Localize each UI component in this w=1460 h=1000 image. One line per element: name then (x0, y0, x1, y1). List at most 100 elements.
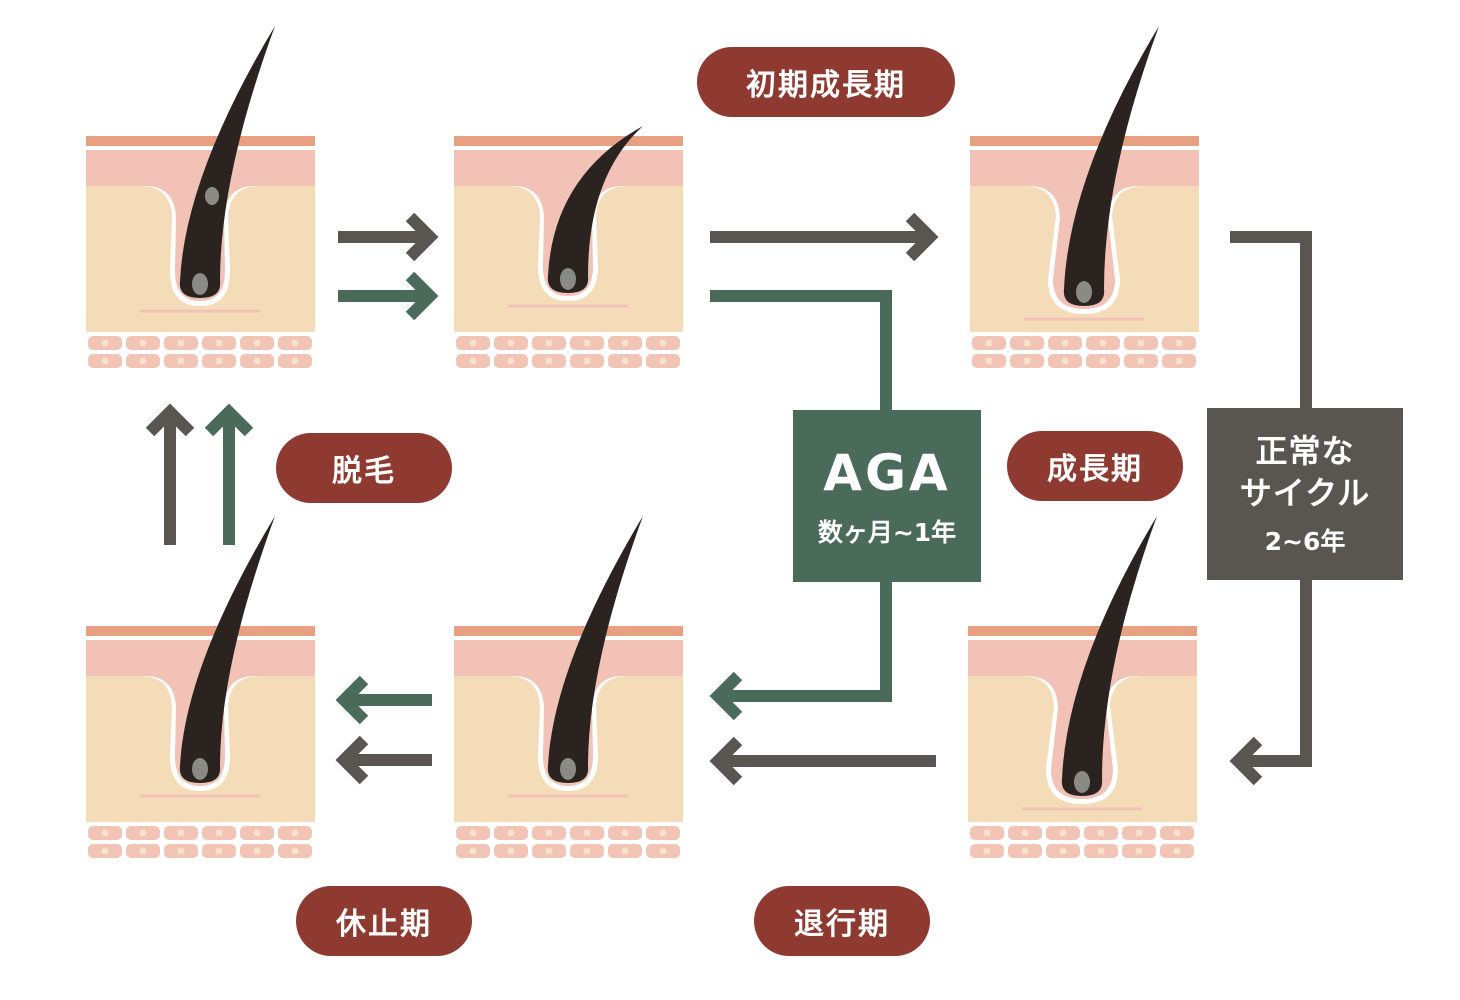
skin-cell-nucleus (545, 829, 553, 837)
hair-shaft (547, 126, 643, 293)
skin-cell-nucleus (177, 829, 185, 837)
arrow-aga-top (710, 290, 892, 410)
skin-cell-nucleus (1137, 357, 1145, 365)
normal-title-line2: サイクル (1239, 474, 1371, 512)
skin-cell-nucleus (1099, 357, 1107, 365)
skin-cell-nucleus (1099, 339, 1107, 347)
tile-growth-full (968, 516, 1197, 858)
skin-gap (86, 146, 315, 150)
skin-cell-nucleus (215, 357, 223, 365)
skin-cell-nucleus (139, 847, 147, 855)
skin-epidermis-top (86, 626, 315, 636)
skin-cell-nucleus (545, 847, 553, 855)
normal-cycle-box: 正常な サイクル 2~6年 (1207, 408, 1403, 580)
skin-cell-nucleus (291, 829, 299, 837)
arrow-growth-to-regression-head (709, 736, 743, 786)
skin-cell-nucleus (583, 829, 591, 837)
skin-gap (86, 636, 315, 640)
tile-growth-top (970, 26, 1199, 368)
old-hair-bulb (205, 187, 219, 205)
skin-cell-nucleus (469, 339, 477, 347)
skin-cell-nucleus (253, 847, 261, 855)
skin-cell-nucleus (1173, 829, 1181, 837)
skin-epidermis-top (454, 626, 683, 636)
skin-cell-nucleus (659, 339, 667, 347)
skin-cell-nucleus (545, 339, 553, 347)
skin-cell-nucleus (215, 339, 223, 347)
skin-cell-nucleus (507, 339, 515, 347)
label-growth: 成長期 (1007, 431, 1183, 501)
skin-gap (454, 636, 683, 640)
skin-gap (454, 146, 683, 150)
skin-cell-nucleus (177, 847, 185, 855)
label-early-growth: 初期成長期 (697, 47, 955, 117)
tile-shedding (86, 26, 315, 368)
hair-shaft (547, 516, 643, 783)
skin-cell-nucleus (985, 357, 993, 365)
skin-cell-nucleus (507, 357, 515, 365)
skin-cell-nucleus (101, 339, 109, 347)
skin-cell-nucleus (1097, 847, 1105, 855)
skin-cell-nucleus (983, 829, 991, 837)
arrow-normal-head (1229, 736, 1263, 786)
normal-duration: 2~6年 (1264, 527, 1346, 556)
skin-cell-nucleus (1059, 847, 1067, 855)
skin-cell-nucleus (101, 357, 109, 365)
skin-epidermis (968, 640, 1197, 676)
hair-shaft (179, 26, 275, 298)
skin-epidermis-top (86, 136, 315, 146)
skin-cell-nucleus (177, 357, 185, 365)
skin-cell-nucleus (659, 357, 667, 365)
skin-cell-nucleus (659, 847, 667, 855)
arrow-aga-head (709, 671, 743, 721)
skin-cell-nucleus (621, 339, 629, 347)
skin-epidermis-top (968, 626, 1197, 636)
hair-shaft (179, 516, 275, 783)
skin-epidermis-top (454, 136, 683, 146)
skin-cell-nucleus (1023, 339, 1031, 347)
label-resting: 休止期 (296, 886, 472, 956)
skin-cell-nucleus (215, 847, 223, 855)
hair-bulb (560, 758, 576, 780)
skin-cell-nucleus (101, 847, 109, 855)
skin-cell-nucleus (507, 829, 515, 837)
skin-cell-nucleus (253, 357, 261, 365)
hair-shaft (1063, 26, 1159, 306)
skin-cell-nucleus (507, 847, 515, 855)
arrow-aga-bottom (720, 582, 892, 702)
skin-cell-nucleus (1021, 829, 1029, 837)
arrow-regression-to-resting-dark-head (335, 735, 369, 785)
skin-cell-nucleus (177, 339, 185, 347)
skin-cell-nucleus (1135, 847, 1143, 855)
hair-shaft (1061, 516, 1157, 796)
arrow-resting-to-shed-dark-head (145, 403, 195, 437)
arrow-normal-top (1230, 231, 1312, 408)
hair-bulb (192, 273, 208, 295)
hair-bulb (1076, 281, 1092, 303)
skin-cell-nucleus (1021, 847, 1029, 855)
skin-cell-nucleus (1175, 357, 1183, 365)
skin-cell-nucleus (1175, 339, 1183, 347)
skin-epidermis (454, 150, 683, 186)
skin-cell-nucleus (621, 829, 629, 837)
cycle-arrows (145, 212, 1312, 786)
skin-cell-nucleus (583, 357, 591, 365)
arrow-early-to-growth-head (905, 212, 939, 262)
skin-cell-nucleus (983, 847, 991, 855)
skin-cell-nucleus (1135, 829, 1143, 837)
skin-cell-nucleus (545, 357, 553, 365)
arrow-shed-to-early-dark-head (405, 212, 439, 262)
skin-cell-nucleus (583, 847, 591, 855)
skin-cell-nucleus (1173, 847, 1181, 855)
skin-cell-nucleus (253, 829, 261, 837)
skin-cell-nucleus (659, 829, 667, 837)
skin-cell-nucleus (291, 357, 299, 365)
skin-cell-nucleus (1061, 357, 1069, 365)
skin-epidermis (970, 150, 1199, 186)
skin-cell-nucleus (1023, 357, 1031, 365)
arrow-resting-to-shed-green-head (204, 403, 254, 437)
skin-cell-nucleus (1097, 829, 1105, 837)
skin-cell-nucleus (621, 357, 629, 365)
skin-cell-nucleus (215, 829, 223, 837)
skin-cell-nucleus (139, 339, 147, 347)
